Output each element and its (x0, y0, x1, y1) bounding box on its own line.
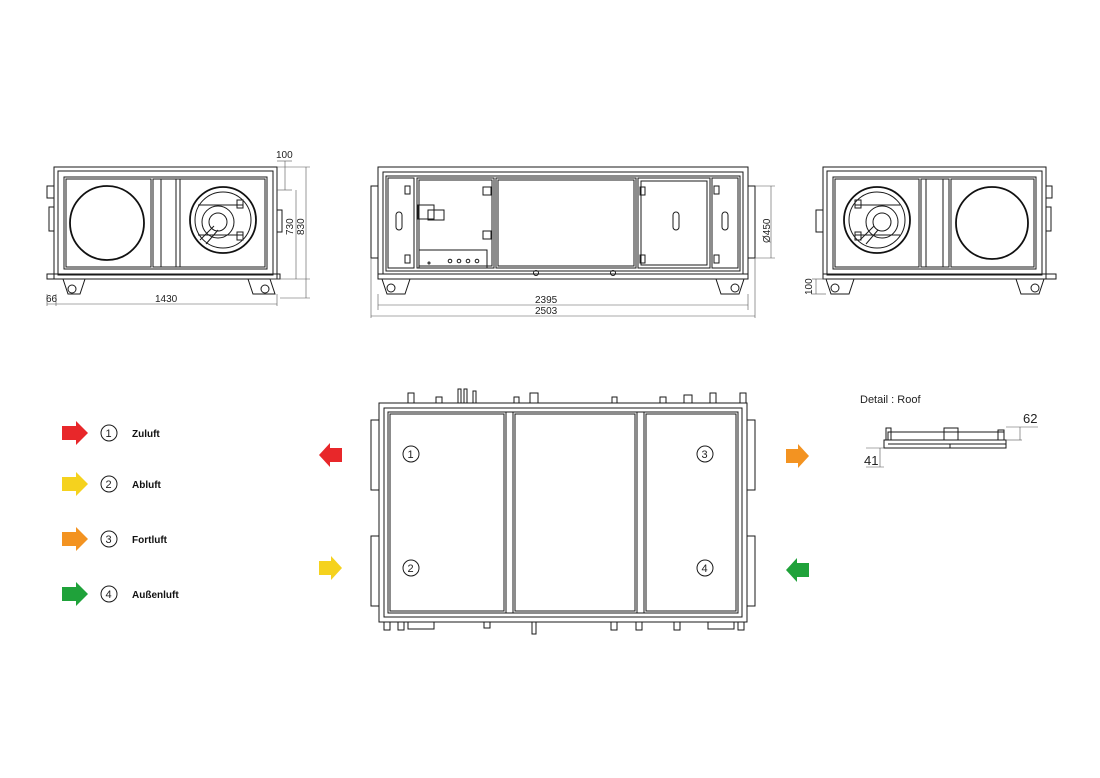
detail-dim-41: 41 (864, 453, 878, 468)
plan-port-1: 1 (408, 449, 414, 461)
plan-airflow-arrows (319, 443, 809, 582)
legend-item-extract: 2 Abluft (62, 472, 162, 496)
dim-left-830: 830 (296, 218, 307, 235)
legend-item-supply: 1 Zuluft (62, 421, 160, 445)
legend-item-outdoor: 4 Außenluft (62, 582, 179, 606)
left-end-view: 100 730 830 66 1430 (46, 150, 310, 306)
legend-arrow-exhaust (62, 527, 88, 551)
supply-air-arrow (319, 443, 342, 467)
dim-left-100: 100 (276, 150, 293, 161)
front-view: Ø450 2395 2503 (370, 166, 775, 318)
dim-duct-diameter: Ø450 (762, 218, 773, 243)
legend-item-exhaust: 3 Fortluft (62, 527, 168, 551)
legend-label: Zuluft (132, 429, 160, 440)
dim-left-1430: 1430 (155, 294, 178, 305)
plan-port-4: 4 (702, 563, 708, 575)
detail-dim-62: 62 (1023, 411, 1037, 426)
dim-left-730: 730 (285, 218, 296, 235)
plan-view: 1 2 3 4 (370, 388, 756, 635)
legend-number: 4 (106, 589, 112, 601)
dim-front-2503: 2503 (535, 306, 558, 317)
legend: 1 Zuluft 2 Abluft 3 Fortluft 4 Außenluft (62, 421, 179, 606)
duct-opening-circle (69, 185, 145, 261)
legend-arrow-outdoor (62, 582, 88, 606)
right-end-view: 100 (804, 166, 1057, 295)
legend-number: 1 (106, 428, 112, 440)
dim-left-66: 66 (46, 294, 58, 305)
legend-label: Fortluft (132, 535, 168, 546)
legend-label: Abluft (132, 480, 162, 491)
exhaust-air-arrow (786, 444, 809, 468)
detail-title: Detail : Roof (860, 394, 921, 406)
legend-number: 3 (106, 534, 112, 546)
plan-port-3: 3 (702, 449, 708, 461)
outdoor-air-arrow (786, 558, 809, 582)
plan-port-2: 2 (408, 563, 414, 575)
dim-front-2395: 2395 (535, 295, 558, 306)
legend-number: 2 (106, 479, 112, 491)
legend-arrow-supply (62, 421, 88, 445)
legend-label: Außenluft (132, 590, 179, 601)
dim-right-100: 100 (804, 278, 815, 295)
roof-detail: Detail : Roof 62 41 (860, 394, 1038, 468)
extract-air-arrow (319, 556, 342, 580)
legend-arrow-extract (62, 472, 88, 496)
